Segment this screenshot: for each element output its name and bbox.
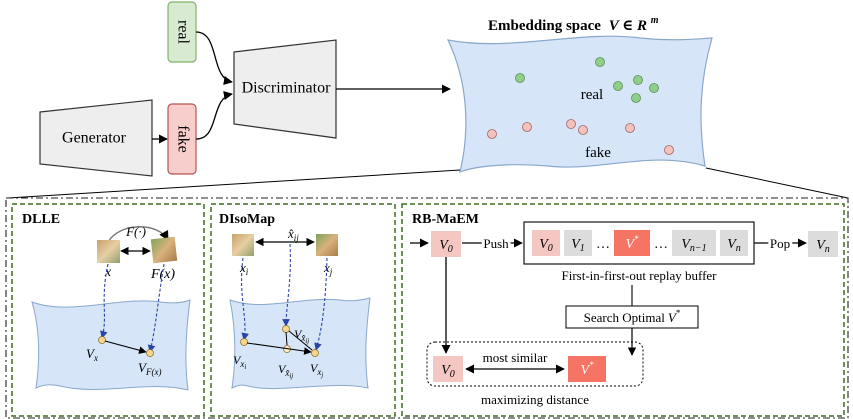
generator-label: Generator — [62, 130, 127, 147]
svg-text:V1: V1 — [571, 237, 585, 254]
disomap-panel — [210, 203, 396, 417]
dlle-fx-projection — [147, 263, 165, 353]
disomap-xij-projection — [282, 243, 291, 327]
rbmaem-v0-bottom-cell: V0 — [433, 356, 463, 382]
replay-buffer-cells: V0 V1 … V* … Vn−1 Vn — [532, 230, 748, 256]
dlle-x-projection — [100, 263, 109, 339]
disomap-vhatxij-label: Vx̂ij — [278, 362, 293, 380]
dlle-embedding-surface — [31, 299, 191, 391]
disomap-xj-image — [316, 234, 338, 256]
embedding-title-math: V ∈ R — [609, 18, 647, 34]
maximizing-distance-group — [426, 341, 644, 387]
dlle-x-label: x — [104, 265, 112, 280]
fake-sample-box: fake — [167, 103, 197, 175]
embedding-space-surface — [446, 35, 713, 173]
disomap-xi-projection — [241, 257, 250, 341]
disomap-xij-label: x̂ij — [287, 226, 299, 243]
svg-text:V*: V* — [625, 234, 639, 252]
disomap-vxj-point — [311, 349, 319, 357]
real-to-discriminator-arrow — [195, 31, 233, 85]
svg-text:V0: V0 — [441, 363, 455, 380]
panels-outer-frame — [5, 197, 849, 419]
svg-text:V0: V0 — [539, 237, 553, 254]
dlle-vx-point — [98, 336, 106, 344]
svg-text:Vn−1: Vn−1 — [681, 237, 706, 254]
most-similar-label: most similar — [483, 350, 548, 365]
dlle-function-arc — [107, 226, 169, 243]
disomap-xj-label: xj — [323, 260, 333, 277]
rbmaem-pop-label: Pop — [770, 236, 790, 251]
svg-text:Embedding space V ∈ R: Embedding space V ∈ R m — [488, 15, 659, 34]
discriminator-label: Discriminator — [242, 80, 332, 97]
svg-text:Vn: Vn — [727, 237, 741, 254]
disomap-vxij-label: Vx̂ij — [294, 327, 309, 345]
disomap-vxi-point — [240, 338, 248, 346]
dlle-vfx-label: VF(x) — [138, 360, 161, 377]
disomap-vxij-point — [282, 325, 290, 333]
rbmaem-vstar-cell: V* — [568, 356, 606, 382]
rbmaem-vn-output-cell: Vn — [808, 231, 838, 257]
rbmaem-panel — [401, 203, 845, 417]
buffer-cell-4: … — [654, 237, 668, 252]
real-label: real — [174, 20, 191, 45]
dlle-embedding-link — [104, 340, 147, 354]
svg-text:V0: V0 — [439, 238, 453, 255]
embedding-title-text: Embedding space — [488, 18, 601, 34]
dlle-fx-image — [150, 236, 178, 264]
disomap-embed-link-a — [246, 342, 312, 355]
generator-block: Generator — [39, 99, 153, 177]
dlle-vx-label: Vx — [86, 346, 98, 363]
disomap-embed-link-b — [285, 331, 288, 346]
buffer-cell-6: Vn — [720, 230, 748, 256]
disomap-title: DIsoMap — [219, 212, 275, 227]
embedding-title: Embedding space V ∈ R m — [488, 15, 659, 34]
rbmaem-v0-cell: V0 — [431, 231, 461, 257]
space-fake-label: fake — [585, 145, 611, 161]
buffer-cell-2: … — [596, 237, 610, 252]
space-real-label: real — [581, 87, 603, 103]
real-sample-box: real — [167, 1, 197, 63]
disomap-xi-image — [232, 234, 254, 256]
rbmaem-title: RB-MaEM — [412, 212, 479, 227]
discriminator-block: Discriminator — [233, 39, 337, 139]
zoom-line-left — [7, 169, 461, 199]
svg-text:…: … — [596, 237, 610, 252]
buffer-cell-0: V0 — [532, 230, 560, 256]
disomap-embedding-surface — [229, 297, 371, 390]
dlle-vfx-point — [146, 349, 154, 357]
max-distance-label: maximizing distance — [481, 392, 589, 407]
embedding-title-sup: m — [651, 15, 659, 26]
dlle-panel — [11, 203, 205, 417]
dlle-func-label: F(·) — [125, 224, 146, 239]
disomap-vxi-label: Vxi — [233, 353, 246, 371]
dlle-x-image — [97, 240, 120, 263]
zoom-line-right — [705, 167, 849, 199]
disomap-vxj-label: Vxj — [310, 361, 323, 379]
real-embedding-dots — [515, 57, 659, 103]
fake-to-discriminator-arrow — [195, 91, 233, 140]
disomap-xj-projection — [314, 257, 328, 351]
buffer-cell-1: V1 — [564, 230, 592, 256]
buffer-cell-3: V* — [614, 230, 650, 256]
fake-embedding-dots — [487, 119, 674, 155]
svg-text:V*: V* — [580, 360, 594, 378]
buffer-caption: First-in-first-out replay buffer — [562, 268, 718, 283]
disomap-embed-link-c — [288, 330, 313, 351]
disomap-xi-label: xi — [239, 260, 249, 277]
dlle-title: DLLE — [22, 212, 60, 227]
rbmaem-push-label: Push — [483, 236, 509, 251]
fake-label: fake — [174, 125, 191, 153]
svg-text:Vn: Vn — [816, 238, 830, 255]
svg-text:…: … — [654, 237, 668, 252]
buffer-cell-5: Vn−1 — [672, 230, 716, 256]
